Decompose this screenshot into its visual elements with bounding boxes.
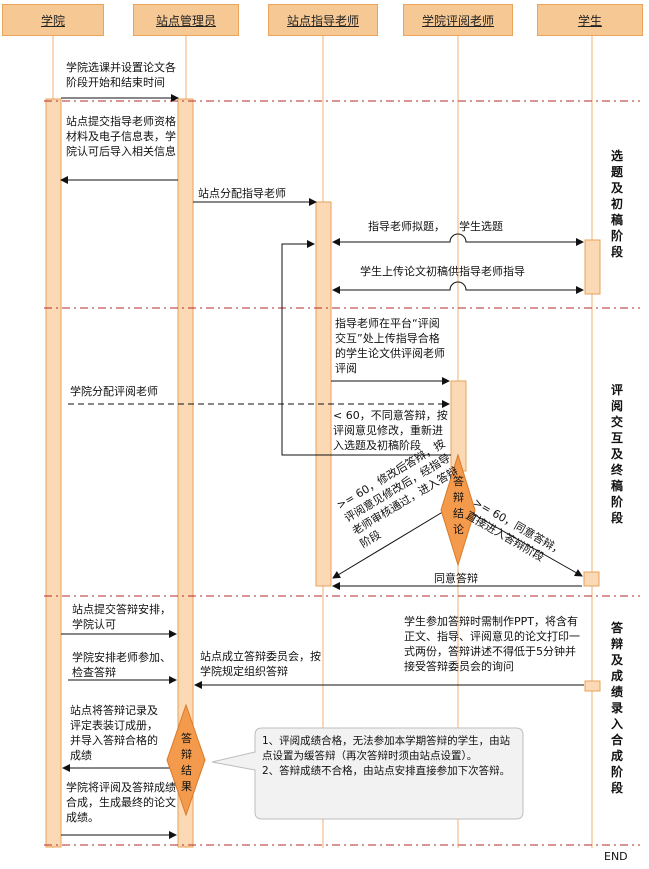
message-m14: 站点成立答辩委员会，按学院规定组织答辩 [200,650,321,678]
decision-diamond-1 [440,453,476,567]
arrow-m5 [332,281,584,294]
phase-label-3: 答辩及成绩录入合成阶段 [610,621,623,795]
arrow-m4 [332,233,584,246]
message-m8: < 60，不同意答辩，按评阅意见修改，重新进入选题及初稿阶段 [333,409,448,452]
arrow-m9 [332,509,447,579]
decision-label-2: 答辩结果 [181,732,192,793]
message-arrows [60,94,584,839]
activation-college [45,98,62,848]
message-m15: 学院安排老师参加、检查答辩 [72,651,171,679]
activation-bars [45,98,601,848]
message-m11: 同意答辩 [434,572,478,585]
phase-label-2: 评阅交互及终稿阶段 [610,383,623,525]
message-m6: 指导老师在平台“评阅交互”处上传指导合格的学生论文供评阅老师评阅 [335,317,445,375]
arrow-m10 [465,509,583,577]
phase-label-1: 选题及初稿阶段 [610,149,623,259]
callout-box [211,727,524,820]
decision-diamond-2 [166,703,206,817]
lane-header-student: 学生 [537,4,643,36]
message-m12: 站点提交答辩安排，学院认可 [72,603,171,631]
message-m3: 站点分配指导老师 [198,187,286,200]
message-m2: 站点提交指导老师资格材料及电子信息表，学院认可后导入相关信息 [66,115,176,158]
end-label: END [604,850,628,863]
lane-header-reviewer: 学院评阅老师 [403,4,513,36]
message-m1: 学院选课并设置论文各阶段开始和结束时间 [66,61,176,89]
callout-text: 1、评阅成绩合格，无法参加本学期答辩的学生，由站点设置为缓答辩（再次答辩时须由站… [262,735,511,777]
arrow-m8 [281,240,451,456]
activation-student-3 [584,680,601,692]
activation-site-advisor [315,201,332,587]
message-m7: 学院分配评阅老师 [70,385,158,398]
message-m17: 学院将评阅及答辩成绩合成，生成最终的论文成绩。 [66,781,176,824]
lane-header-site-advisor: 站点指导老师 [268,4,378,36]
message-m5: 学生上传论文初稿供指导老师指导 [360,265,525,278]
activation-student-2 [583,571,600,587]
message-m13: 学生参加答辩时需制作PPT，将含有正文、指导、评阅意见的论文打印一式两份，答辩讲… [404,615,580,673]
message-m16: 站点将答辩记录及评定表装订成册，并导入答辩合格的成绩 [70,704,158,762]
activation-student-1 [584,239,601,295]
decision-label-1: 答辩结论 [453,475,464,536]
message-m4: 指导老师拟题， 学生选题 [368,220,503,233]
activation-site-admin [177,98,194,848]
lane-header-site-admin: 站点管理员 [133,4,239,36]
lane-header-college: 学院 [2,4,104,36]
